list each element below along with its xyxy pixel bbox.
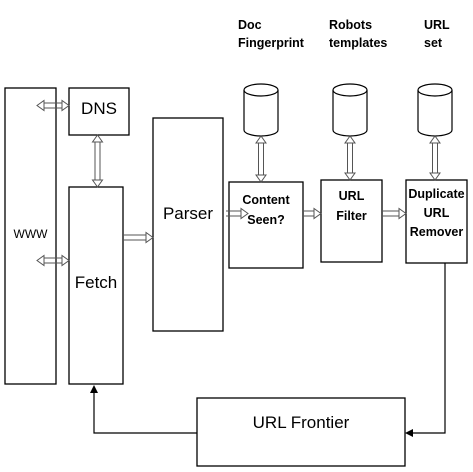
duplicate-url-remover-label-line-3: Remover xyxy=(410,225,464,239)
dns-node: DNS xyxy=(68,87,130,136)
www-node: WWW xyxy=(4,87,57,385)
www-fetch-arrow xyxy=(36,254,70,267)
fetch-label: Fetch xyxy=(75,273,118,292)
fetch-node: Fetch xyxy=(68,186,124,385)
www-label: WWW xyxy=(14,227,49,241)
robots-templates-label-line-1: Robots xyxy=(329,18,372,32)
content-seen-url-filter-arrow xyxy=(303,207,322,220)
robots-templates-label: Robots templates xyxy=(329,18,387,50)
url-set-database-icon xyxy=(417,83,453,137)
doc-fingerprint-label: Doc Fingerprint xyxy=(238,18,305,50)
dns-fetch-arrow xyxy=(91,134,104,188)
doc-fingerprint-content-seen-arrow xyxy=(255,135,267,183)
robots-templates-database-icon xyxy=(332,83,368,137)
parser-label: Parser xyxy=(163,204,213,223)
content-seen-label-line-1: Content xyxy=(242,193,290,207)
url-filter-node: URL Filter xyxy=(320,179,383,263)
content-seen-label-line-2: Seen? xyxy=(247,213,285,227)
duplicate-url-remover-label-line-1: Duplicate xyxy=(408,187,464,201)
doc-fingerprint-label-line-2: Fingerprint xyxy=(238,36,305,50)
url-filter-label-line-2: Filter xyxy=(336,209,367,223)
duplicate-url-remover-node: Duplicate URL Remover xyxy=(405,179,468,264)
www-dns-arrow xyxy=(36,99,70,112)
fetch-parser-arrow xyxy=(123,231,154,244)
parser-content-seen-arrow xyxy=(226,207,249,220)
url-filter-duplicate-remover-arrow xyxy=(382,207,407,220)
doc-fingerprint-label-line-1: Doc xyxy=(238,18,262,32)
parser-node: Parser xyxy=(152,117,224,332)
url-frontier-label: URL Frontier xyxy=(253,413,350,432)
duplicate-url-remover-label-line-2: URL xyxy=(424,206,450,220)
url-set-label: URL set xyxy=(424,18,450,50)
url-frontier-fetch-arrow xyxy=(90,385,197,434)
duplicate-remover-url-frontier-arrow xyxy=(405,263,446,437)
url-set-duplicate-remover-arrow xyxy=(429,135,441,181)
robots-templates-url-filter-arrow xyxy=(344,135,356,181)
doc-fingerprint-database-icon xyxy=(243,83,279,137)
url-set-label-line-2: set xyxy=(424,36,443,50)
url-set-label-line-1: URL xyxy=(424,18,450,32)
url-frontier-node: URL Frontier xyxy=(196,397,406,467)
content-seen-node: Content Seen? xyxy=(228,181,304,269)
dns-label: DNS xyxy=(81,99,117,118)
robots-templates-label-line-2: templates xyxy=(329,36,387,50)
url-filter-label-line-1: URL xyxy=(339,189,365,203)
